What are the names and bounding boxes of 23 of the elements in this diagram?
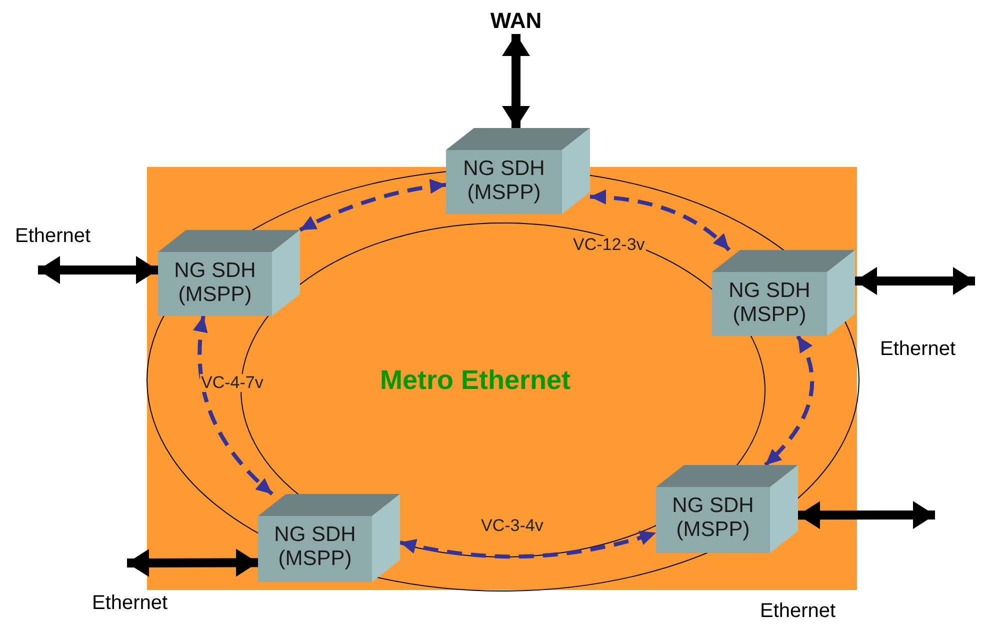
device-label: NG SDH (MSPP) bbox=[462, 157, 546, 205]
network-label: WAN bbox=[476, 8, 556, 34]
port-label: Ethernet bbox=[760, 600, 836, 623]
device-label: NG SDH (MSPP) bbox=[273, 523, 357, 571]
arrow bbox=[38, 256, 158, 284]
network-title: Metro Ethernet bbox=[380, 365, 571, 396]
port-label: Ethernet bbox=[880, 338, 956, 361]
arrow bbox=[798, 501, 935, 530]
edge-label: VC-12-3v bbox=[572, 236, 646, 254]
device-label: NG SDH (MSPP) bbox=[728, 279, 812, 327]
edge-label: VC-4-7v bbox=[200, 374, 264, 392]
arrow bbox=[764, 335, 814, 466]
arrow bbox=[194, 316, 274, 496]
arrow bbox=[502, 34, 530, 128]
arrow bbox=[400, 530, 657, 559]
arrow bbox=[855, 266, 975, 295]
port-label: Ethernet bbox=[15, 225, 91, 248]
arrow bbox=[126, 548, 258, 577]
device-label: NG SDH (MSPP) bbox=[173, 259, 257, 307]
arrow bbox=[590, 190, 731, 252]
arrow bbox=[299, 179, 446, 232]
device-label: NG SDH (MSPP) bbox=[671, 494, 755, 542]
port-label: Ethernet bbox=[92, 592, 168, 615]
